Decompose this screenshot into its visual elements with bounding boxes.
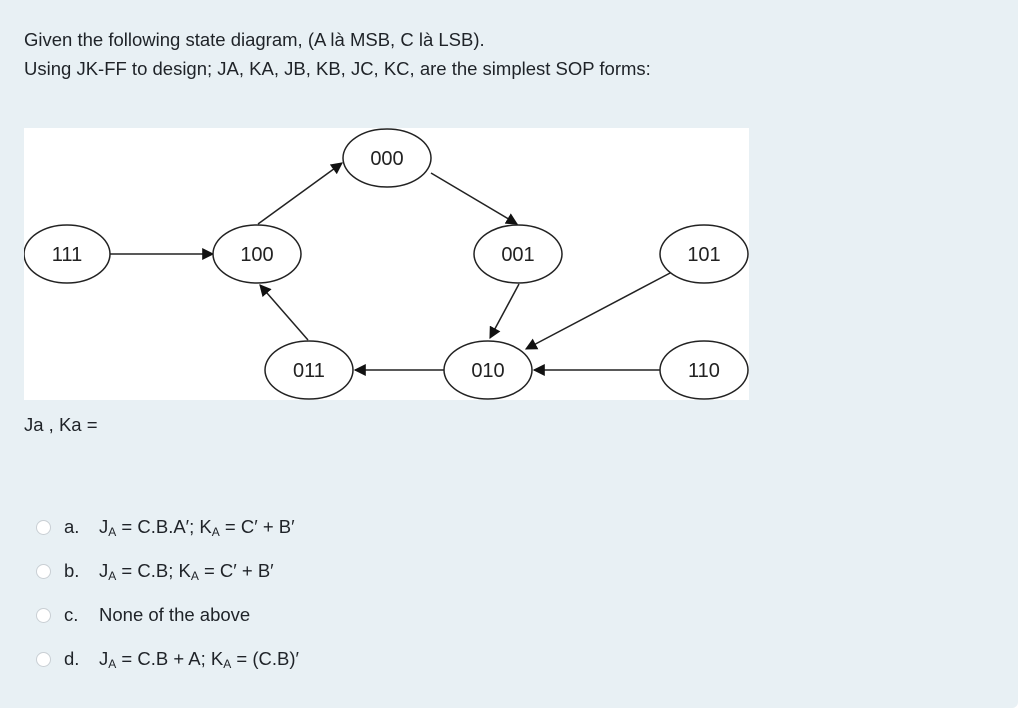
transition-001-010 — [489, 283, 520, 340]
state-010: 010 — [443, 340, 533, 400]
option-a[interactable]: a. JA = C.B.A′; KA = C′ + B′ — [36, 512, 295, 542]
option-c-text: None of the above — [99, 604, 251, 625]
question-prompt: Ja , Ka = — [24, 414, 98, 435]
option-a-text: JA = C.B.A′; KA = C′ + B′ — [99, 515, 295, 539]
option-b[interactable]: b. JA = C.B; KA = C′ + B′ — [36, 556, 274, 586]
radio-button-a[interactable] — [36, 519, 51, 535]
transition-100-000 — [257, 162, 343, 225]
option-b-text: JA = C.B; KA = C′ + B′ — [99, 559, 274, 583]
option-d-text: JA = C.B + A; KA = (C.B)′ — [99, 647, 299, 671]
option-d[interactable]: d. JA = C.B + A; KA = (C.B)′ — [36, 644, 299, 674]
svg-text:001: 001 — [501, 244, 534, 266]
state-101: 101 — [659, 224, 749, 284]
state-diagram-svg: 000 111 100 001 101 011 — [24, 128, 749, 400]
state-000: 000 — [342, 128, 432, 188]
state-111: 111 — [24, 224, 111, 284]
radio-button-c[interactable] — [36, 607, 51, 623]
transition-011-100 — [259, 284, 309, 341]
svg-text:101: 101 — [687, 244, 720, 266]
state-100: 100 — [212, 224, 302, 284]
svg-text:000: 000 — [370, 148, 403, 170]
state-diagram: 000 111 100 001 101 011 — [24, 128, 749, 400]
svg-text:111: 111 — [52, 244, 82, 266]
question-text: Given the following state diagram, (A là… — [24, 25, 651, 83]
question-line-1: Given the following state diagram, (A là… — [24, 29, 485, 50]
svg-text:011: 011 — [293, 360, 325, 382]
transition-101-010 — [524, 271, 673, 350]
option-letter: b. — [64, 560, 80, 581]
state-110: 110 — [659, 340, 749, 400]
state-011: 011 — [264, 340, 354, 400]
question-line-2: Using JK-FF to design; JA, KA, JB, KB, J… — [24, 58, 651, 79]
option-letter: d. — [64, 648, 80, 669]
svg-text:010: 010 — [471, 360, 504, 382]
radio-button-b[interactable] — [36, 563, 51, 579]
svg-text:100: 100 — [240, 244, 273, 266]
option-letter: c. — [64, 604, 79, 625]
radio-button-d[interactable] — [36, 651, 51, 667]
option-letter: a. — [64, 516, 80, 537]
transition-000-001 — [430, 172, 519, 225]
state-001: 001 — [473, 224, 563, 284]
option-c[interactable]: c. None of the above — [36, 600, 250, 630]
svg-text:110: 110 — [688, 360, 720, 382]
